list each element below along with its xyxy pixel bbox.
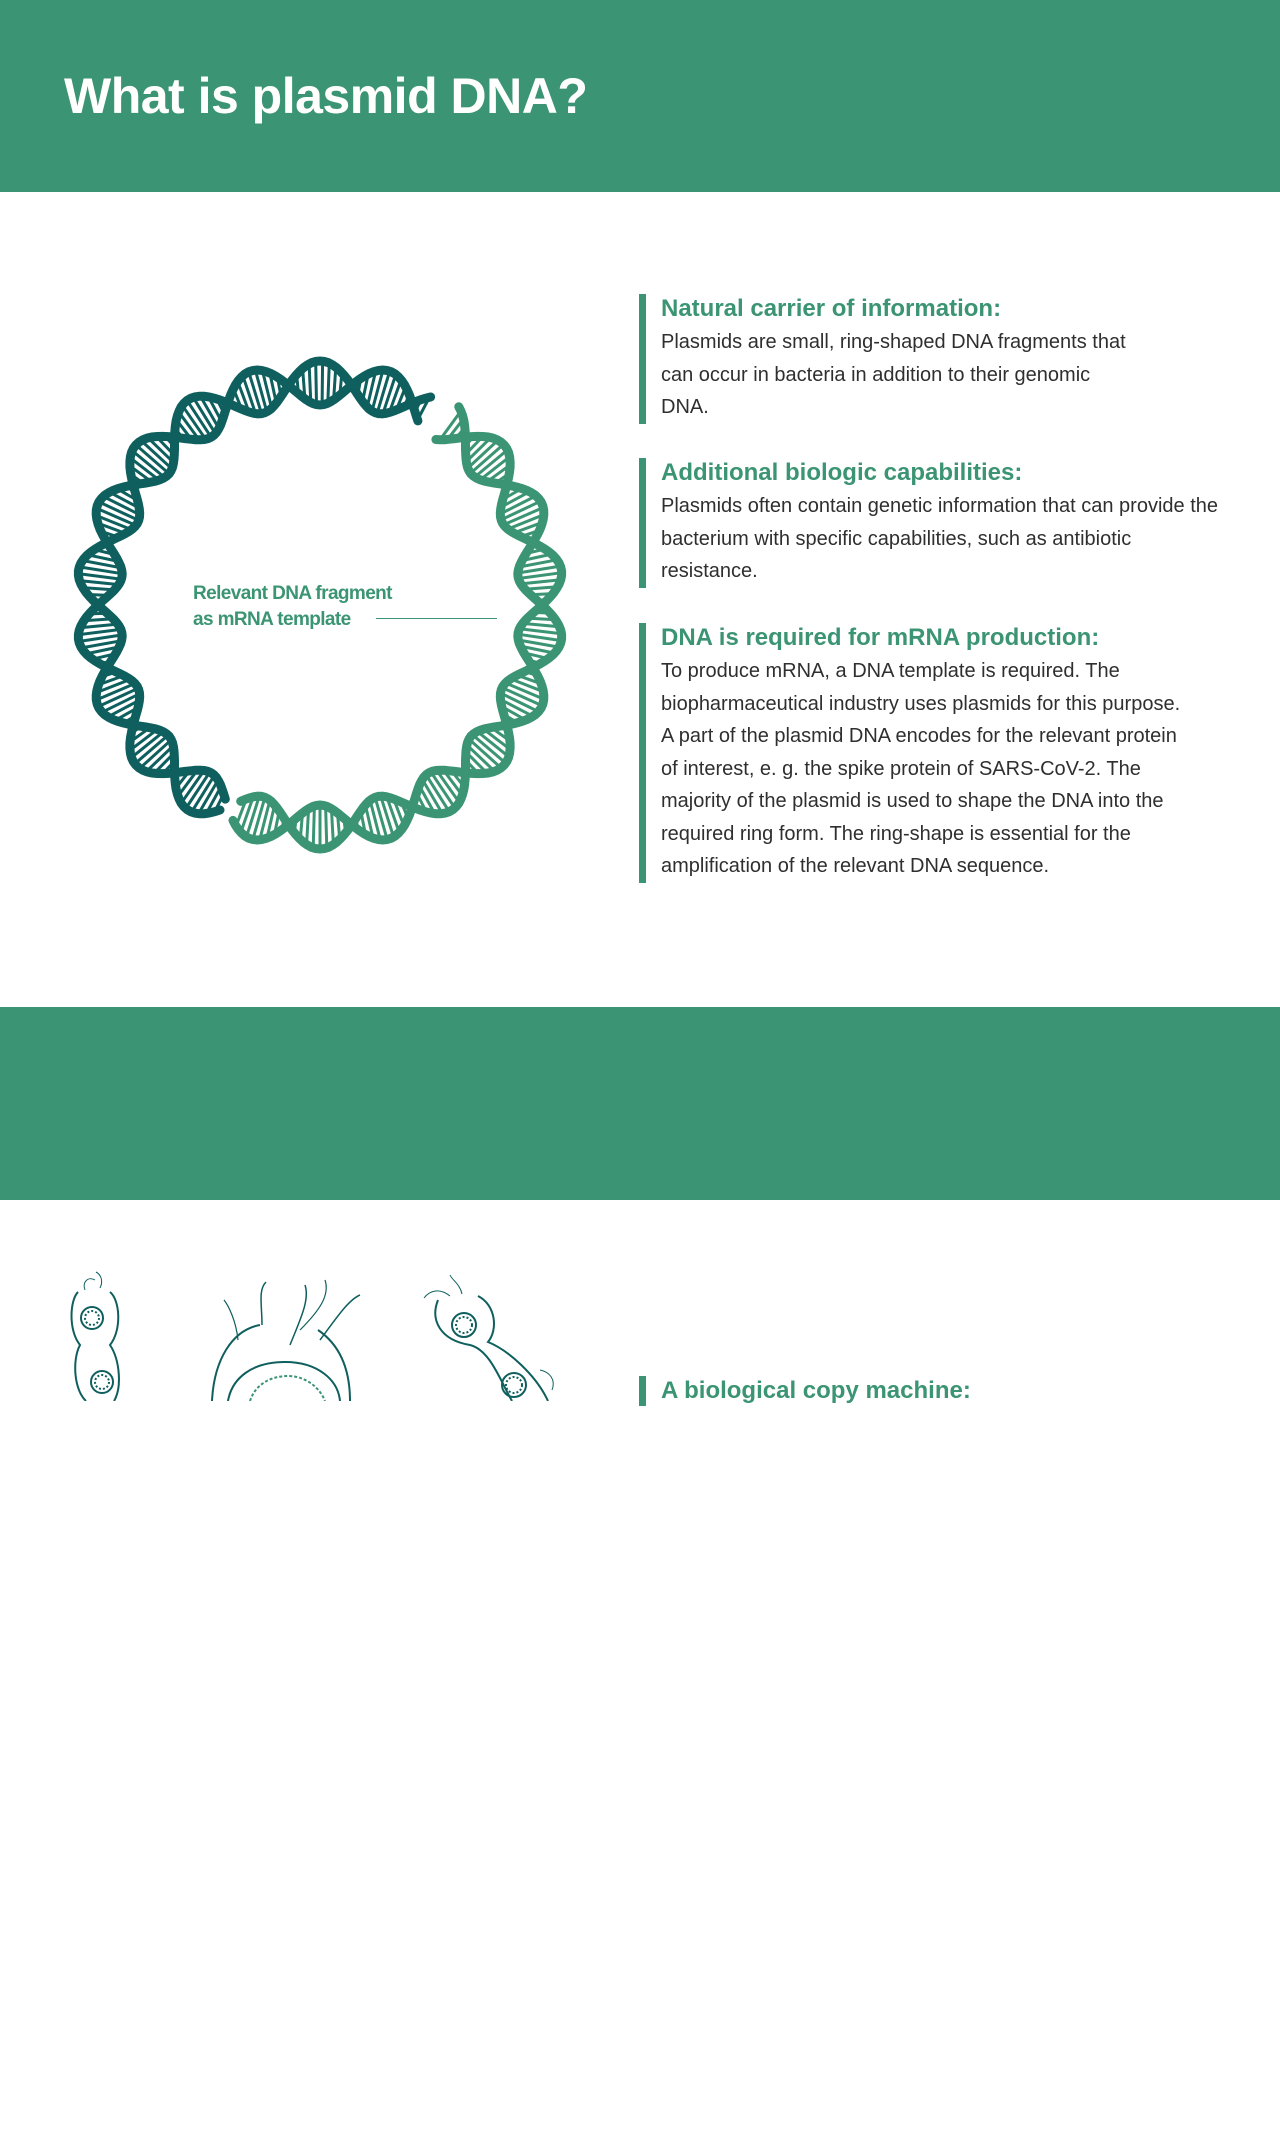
info-block-natural-carrier: Natural carrier of information: Plasmids…: [639, 294, 1241, 424]
info-block-dna-required: DNA is required for mRNA production: To …: [639, 623, 1241, 883]
dna-rung: [326, 806, 327, 848]
dividing-bacterium-right-icon: [424, 1275, 553, 1401]
section-header-plasmid-production: How does plasmid production work?: [0, 1007, 1280, 1200]
info-block-text: Plasmids often contain genetic informati…: [661, 490, 1221, 588]
dna-rung: [375, 797, 387, 839]
dna-rung: [78, 574, 121, 580]
dna-rung: [316, 361, 317, 404]
info-block-heading: Natural carrier of information:: [661, 294, 1241, 324]
section-title: What is plasmid DNA?: [64, 66, 587, 126]
dna-fragment-label: Relevant DNA fragment as mRNA template: [193, 581, 423, 633]
info-block-biologic-capabilities: Additional biologic capabilities: Plasmi…: [639, 458, 1241, 588]
dna-rung: [377, 371, 390, 413]
dna-rung: [313, 806, 314, 848]
info-block-heading: Additional biologic capabilities:: [661, 458, 1241, 488]
dna-rung: [249, 372, 262, 414]
dna-rung: [253, 797, 265, 839]
dna-rung: [322, 361, 323, 405]
section-title: How does plasmid production work?: [64, 2081, 923, 2141]
section-header-plasmid-dna: What is plasmid DNA?: [0, 0, 1280, 192]
info-block-text: Plasmids are small, ring-shaped DNA frag…: [661, 326, 1141, 424]
dna-fragment-label-line2: as mRNA template: [193, 607, 423, 633]
bacterium-center-icon: [212, 1280, 360, 1401]
dna-strand: [241, 436, 562, 849]
dna-rung: [518, 573, 561, 579]
info-block-text: To produce mRNA, a DNA template is requi…: [661, 655, 1181, 883]
dna-rung: [78, 629, 121, 634]
info-block-heading: DNA is required for mRNA production:: [661, 623, 1241, 653]
dna-rung: [328, 363, 330, 403]
dna-fragment-label-line1: Relevant DNA fragment: [193, 581, 423, 607]
info-block-copy-machine: A biological copy machine:: [639, 1376, 1241, 1406]
dna-rung: [519, 629, 561, 634]
info-block-heading: A biological copy machine:: [661, 1376, 1241, 1406]
bacteria-illustration: [40, 1270, 600, 1401]
dividing-bacterium-left-icon: [72, 1272, 119, 1401]
dna-fragment-pointer-line: [376, 618, 497, 619]
